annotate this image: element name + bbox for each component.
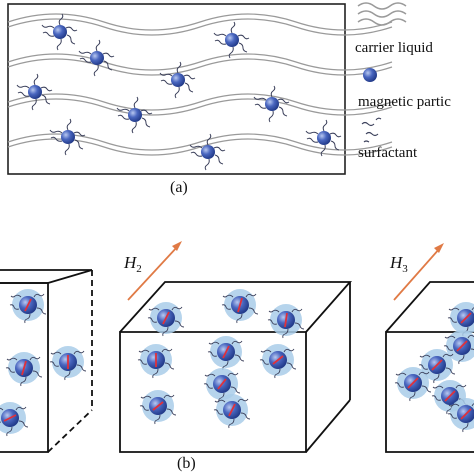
caption-a: (a): [170, 179, 188, 196]
dipole-icon: [444, 390, 456, 402]
field-label-h2: H2: [123, 253, 142, 275]
box-h2: [119, 281, 352, 453]
field-label-h3: H3: [389, 253, 408, 275]
dipole-icon: [460, 408, 472, 420]
dipole-icon: [407, 377, 419, 389]
dipole-icon: [237, 297, 243, 313]
legend-particle-icon: [363, 68, 377, 82]
dipole-icon: [222, 345, 230, 359]
dipole-icon: [431, 359, 443, 371]
dipole-icon: [24, 298, 32, 312]
dipole-icon: [3, 414, 17, 422]
particles-box-h1: [0, 288, 87, 437]
panel-a: carrier liquid magnetic partic surfactan…: [7, 2, 451, 196]
panel-b: H2 H3 (b): [0, 241, 474, 472]
dipole-icon: [21, 360, 27, 376]
dipole-icon: [228, 403, 236, 417]
legend-magnetic-particle: magnetic partic: [358, 94, 451, 110]
legend-carrier-liquid: carrier liquid: [355, 40, 433, 56]
particles-box-h3: [394, 301, 474, 433]
dipole-icon: [217, 378, 227, 390]
dipole-icon: [152, 401, 164, 411]
legend-carrier-liquid-icon: [357, 2, 407, 26]
particles-box-h2: [137, 288, 305, 429]
caption-b: (b): [177, 455, 196, 472]
dipole-icon: [162, 311, 170, 325]
legend-surfactant-icon: [361, 117, 382, 143]
magnetic-particle: [0, 401, 29, 437]
dipole-icon: [284, 312, 288, 328]
field-arrow-h2: [127, 241, 182, 301]
legend-surfactant: surfactant: [358, 145, 418, 161]
box-h3: [385, 281, 474, 453]
dipole-icon: [460, 312, 472, 324]
field-arrow-h3: [393, 243, 444, 301]
box-h1: [0, 269, 93, 453]
dipole-icon: [456, 340, 468, 352]
dipole-icon: [272, 355, 284, 365]
